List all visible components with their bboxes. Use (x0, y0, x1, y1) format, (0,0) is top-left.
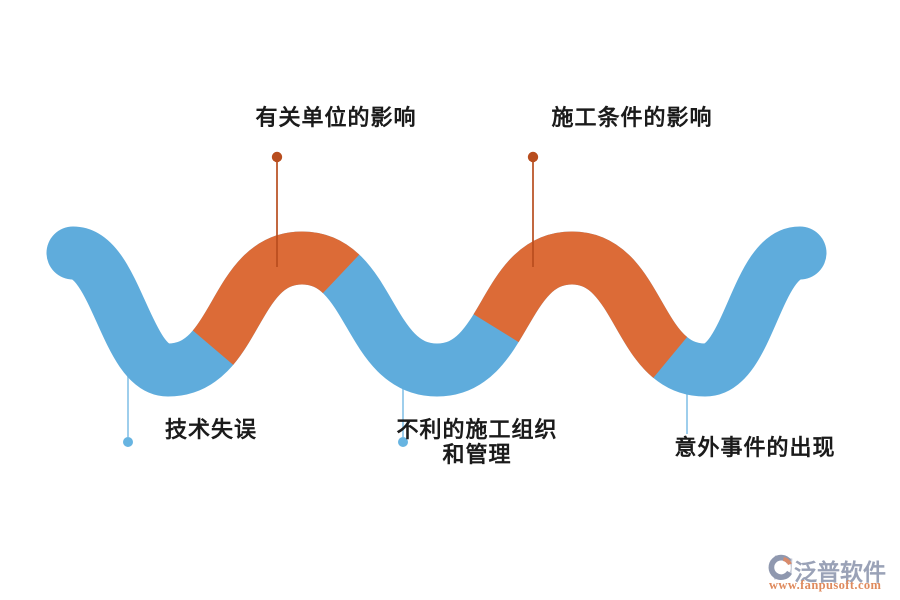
connector-dot-conditions (527, 151, 539, 163)
fanpu-logo-icon (768, 554, 793, 580)
vendor-url: www.fanpusoft.com (769, 578, 882, 592)
label-technical-error: 技术失误 (164, 417, 258, 442)
label-unfavorable-organization: 不利的施工组织 和管理 (396, 417, 557, 467)
connector-dot-org-management (398, 437, 408, 447)
connector-dot-relevant-units (271, 151, 283, 163)
wave-path-blue (46, 226, 827, 397)
label-relevant-units-influence: 有关单位的影响 (255, 105, 417, 130)
label-unfavorable-organization-line1: 不利的施工组织 (396, 417, 558, 442)
label-accident-occurrence: 意外事件的出现 (674, 435, 836, 460)
vendor-name: 泛普软件 (794, 559, 886, 585)
connector-dot-tech-error (123, 437, 133, 447)
label-construction-conditions-influence: 施工条件的影响 (551, 105, 713, 130)
vendor-watermark: 泛普软件 www.fanpusoft.com (768, 552, 893, 594)
label-unfavorable-organization-line2: 和管理 (442, 442, 512, 467)
orange-connectors (271, 151, 539, 267)
